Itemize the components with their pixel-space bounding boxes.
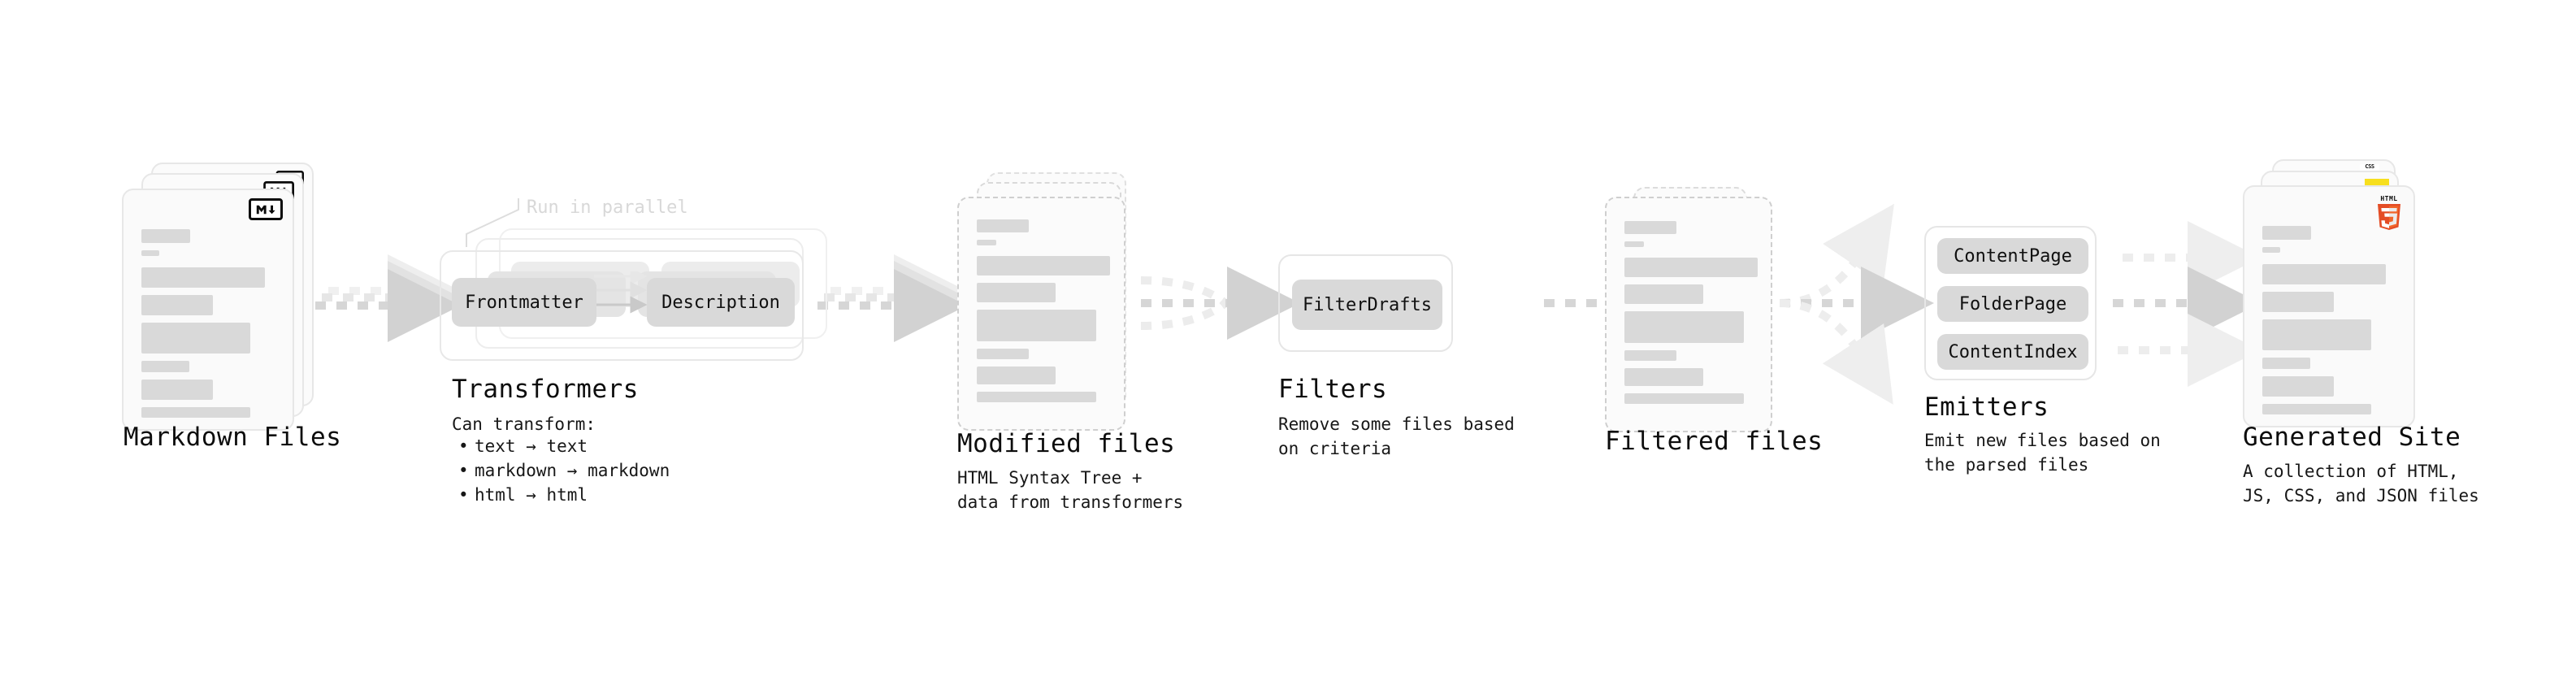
- skeleton-bar: [977, 349, 1029, 359]
- transformer-chip-frontmatter[interactable]: Frontmatter: [452, 278, 596, 327]
- skeleton-bar: [141, 361, 189, 372]
- skeleton-bar: [1624, 393, 1744, 404]
- skeleton-rows: [2262, 226, 2396, 422]
- stage-title-transformers: Transformers: [452, 375, 639, 404]
- stage-desc-modified-files: HTML Syntax Tree + data from transformer…: [957, 468, 1184, 512]
- skeleton-bar: [141, 229, 190, 243]
- skeleton-bar: [2262, 376, 2334, 397]
- emitter-chip-folderpage[interactable]: FolderPage: [1937, 286, 2088, 322]
- skeleton-bar: [141, 267, 265, 288]
- skeleton-bar: [2262, 264, 2386, 284]
- stage-generated-site: CSS HTML: [2243, 159, 2454, 436]
- skeleton-rows: [977, 219, 1110, 410]
- emitter-chip-contentindex[interactable]: ContentIndex: [1937, 334, 2088, 370]
- stage-title-filters: Filters: [1278, 375, 1388, 404]
- svg-text:HTML: HTML: [2380, 195, 2397, 202]
- skeleton-bar: [2262, 226, 2311, 240]
- skeleton-rows: [1624, 221, 1758, 411]
- list-item: text → text: [452, 435, 670, 459]
- skeleton-bar: [977, 392, 1096, 402]
- skeleton-bar: [977, 240, 996, 245]
- list-item: markdown → markdown: [452, 459, 670, 484]
- skeleton-rows: [141, 229, 275, 425]
- skeleton-bar: [977, 283, 1056, 302]
- stage-title-modified-files: Modified files: [957, 429, 1176, 458]
- stage-filters: FilterDrafts: [1278, 254, 1457, 360]
- stage-title-markdown-files: Markdown Files: [124, 423, 342, 452]
- transformer-capability-list: text → text markdown → markdown html → h…: [452, 435, 670, 507]
- html5-icon: HTML: [2373, 193, 2405, 232]
- stage-title-generated-site: Generated Site: [2243, 423, 2461, 452]
- skeleton-bar: [977, 219, 1029, 232]
- skeleton-bar: [977, 367, 1056, 384]
- file-card-front: [122, 189, 294, 431]
- filter-group-box: FilterDrafts: [1278, 254, 1453, 352]
- skeleton-bar: [1624, 241, 1644, 247]
- skeleton-bar: [2262, 247, 2280, 253]
- connector-emitters-to-site: [2113, 221, 2261, 387]
- markdown-icon: [249, 198, 283, 220]
- skeleton-bar: [2262, 404, 2371, 414]
- transformer-chip-description[interactable]: Description: [647, 278, 795, 327]
- skeleton-bar: [141, 323, 250, 354]
- skeleton-bar: [141, 250, 159, 256]
- stage-emitters: ContentPage FolderPage ContentIndex: [1924, 226, 2111, 388]
- skeleton-bar: [1624, 368, 1703, 386]
- skeleton-bar: [977, 256, 1110, 275]
- file-card-front: [957, 197, 1125, 431]
- skeleton-bar: [141, 407, 250, 418]
- skeleton-bar: [141, 295, 213, 315]
- stage-transformers: Run in parallel: [439, 195, 845, 361]
- stage-modified-files: [957, 172, 1160, 440]
- parallel-leader-line: [466, 198, 519, 247]
- skeleton-bar: [977, 310, 1096, 341]
- skeleton-bar: [1624, 258, 1758, 277]
- skeleton-bar: [1624, 311, 1744, 343]
- transformer-group-front: Frontmatter Description: [440, 250, 804, 361]
- stage-desc-filters: Remove some files based on criteria: [1278, 414, 1515, 458]
- skeleton-bar: [2262, 358, 2310, 369]
- list-item: html → html: [452, 484, 670, 508]
- file-card-front: [1605, 197, 1772, 432]
- skeleton-bar: [2262, 292, 2334, 312]
- skeleton-bar: [2262, 319, 2371, 350]
- stage-desc-transformers: Can transform:: [452, 414, 596, 434]
- emitter-chip-contentpage[interactable]: ContentPage: [1937, 238, 2088, 274]
- filter-chip-filterdrafts[interactable]: FilterDrafts: [1292, 280, 1442, 330]
- stage-markdown-files: [122, 163, 341, 431]
- skeleton-bar: [1624, 284, 1703, 304]
- stage-title-emitters: Emitters: [1924, 393, 2049, 422]
- skeleton-bar: [1624, 350, 1676, 361]
- transformer-inner-arrows: [594, 271, 648, 314]
- stage-filtered-files: [1605, 187, 1792, 447]
- skeleton-bar: [1624, 221, 1676, 234]
- emitter-group-box: ContentPage FolderPage ContentIndex: [1924, 226, 2097, 380]
- run-in-parallel-note: Run in parallel: [527, 197, 688, 218]
- stage-desc-emitters: Emit new files based on the parsed files: [1924, 431, 2161, 475]
- file-card-front: HTML: [2243, 185, 2415, 427]
- stage-desc-generated-site: A collection of HTML, JS, CSS, and JSON …: [2243, 462, 2479, 505]
- stage-title-filtered-files: Filtered files: [1605, 427, 1824, 456]
- skeleton-bar: [141, 380, 213, 400]
- connector-filtered-to-emitters: [1779, 203, 1934, 405]
